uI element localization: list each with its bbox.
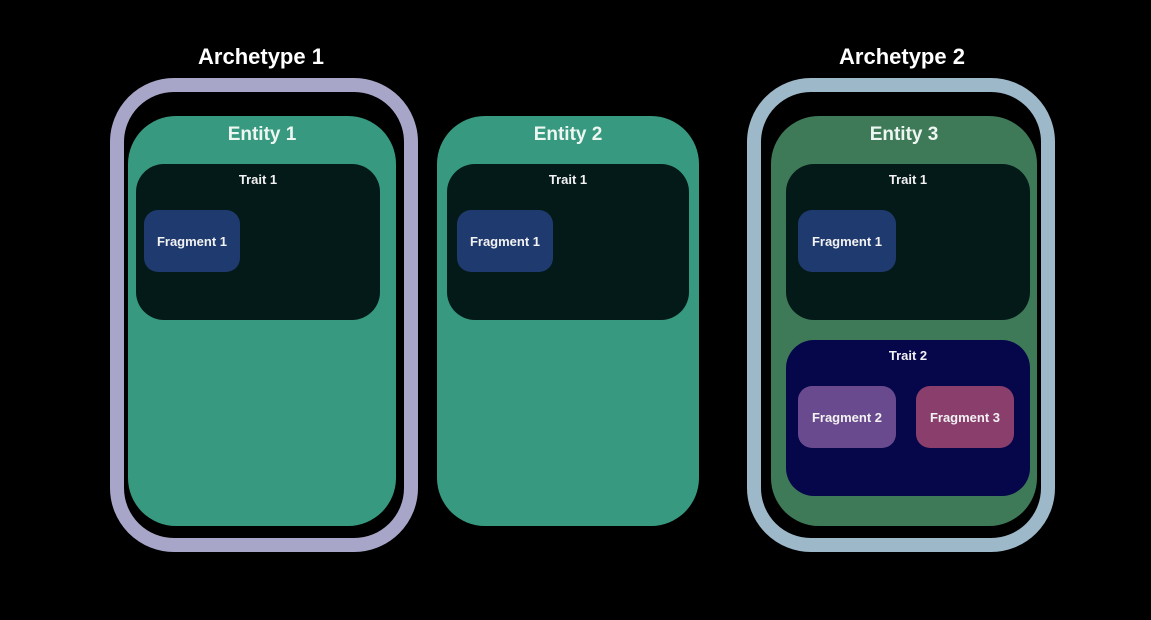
entity-3-title: Entity 3 bbox=[869, 124, 939, 145]
entity-2-title: Entity 2 bbox=[533, 124, 603, 145]
entity-1-title: Entity 1 bbox=[227, 124, 297, 145]
archetype-2-title: Archetype 2 bbox=[839, 44, 965, 69]
fragment-1: Fragment 1 bbox=[798, 210, 896, 272]
trait-title: Trait 2 bbox=[888, 348, 928, 363]
trait-title: Trait 1 bbox=[548, 172, 588, 187]
entity-2: Entity 2 Trait 1 Fragment 1 bbox=[437, 116, 699, 526]
entity-3: Entity 3 Trait 1 Fragment 1 Trait 2 Frag… bbox=[771, 116, 1037, 526]
entity-3-trait-1: Trait 1 Fragment 1 bbox=[786, 164, 1030, 320]
fragment-2: Fragment 2 bbox=[798, 386, 896, 448]
entity-3-trait-2: Trait 2 Fragment 2 Fragment 3 bbox=[786, 340, 1030, 496]
fragment-1: Fragment 1 bbox=[457, 210, 553, 272]
fragment-3: Fragment 3 bbox=[916, 386, 1014, 448]
entity-1-trait-1: Trait 1 Fragment 1 bbox=[136, 164, 380, 320]
fragment-1: Fragment 1 bbox=[144, 210, 240, 272]
trait-title: Trait 1 bbox=[238, 172, 278, 187]
entity-2-trait-1: Trait 1 Fragment 1 bbox=[447, 164, 689, 320]
entity-1: Entity 1 Trait 1 Fragment 1 bbox=[128, 116, 396, 526]
archetype-1-title: Archetype 1 bbox=[198, 44, 324, 69]
trait-title: Trait 1 bbox=[888, 172, 928, 187]
